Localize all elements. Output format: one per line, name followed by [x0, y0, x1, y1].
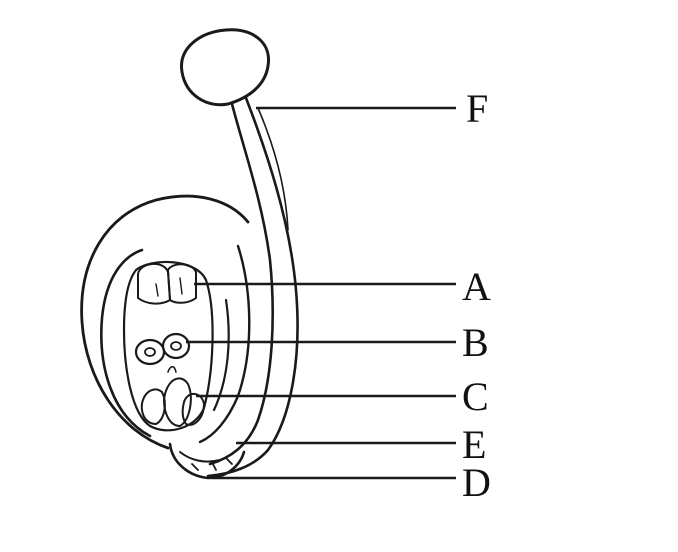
micropyle-region — [168, 442, 246, 480]
label-c: C — [462, 374, 489, 419]
antipodal-cells — [137, 263, 197, 305]
label-f: F — [466, 86, 488, 131]
polar-nuclei — [134, 332, 191, 366]
label-d: D — [462, 460, 491, 505]
label-b: B — [462, 320, 489, 365]
pollen-tube — [206, 96, 299, 478]
label-a: A — [462, 264, 491, 309]
inner-integument — [100, 244, 251, 444]
embryo-sac — [122, 260, 214, 432]
egg-apparatus — [140, 365, 205, 427]
stigma — [180, 28, 270, 107]
outer-integument — [80, 194, 250, 450]
label-e: E — [462, 422, 486, 467]
